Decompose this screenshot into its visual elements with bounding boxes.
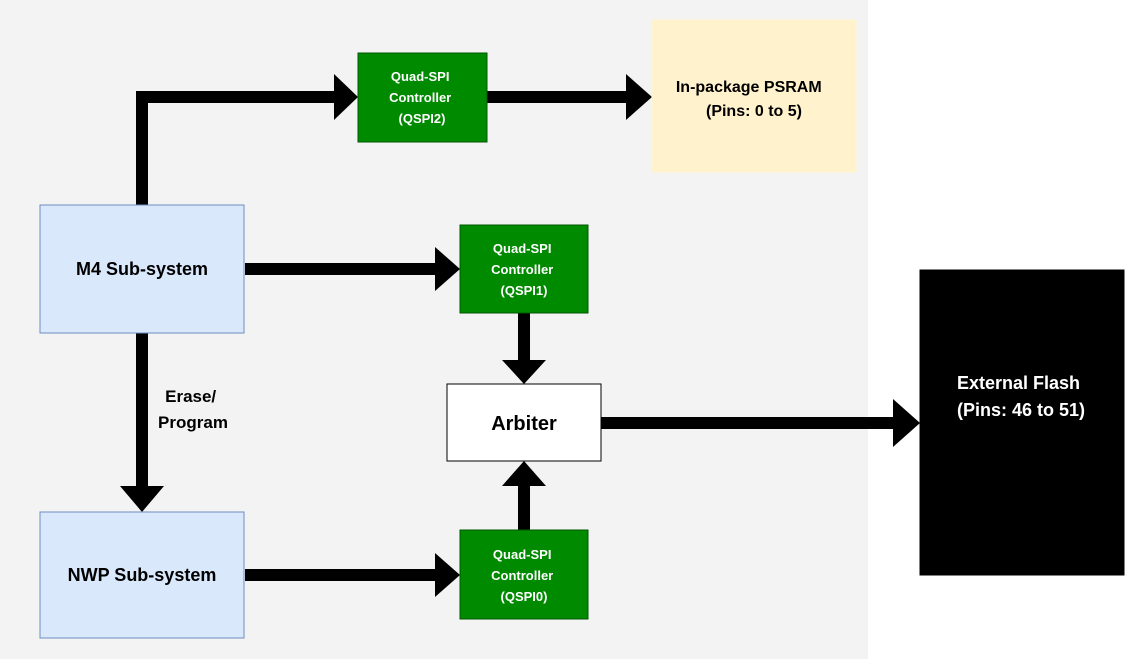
nwp-subsystem-box [39,511,245,639]
qspi1-block: Quad-SPI Controller (QSPI1) [459,224,589,314]
qspi2-block: Quad-SPI Controller (QSPI2) [357,52,488,143]
psram-box [651,19,857,173]
arrowhead-nwp [120,486,164,512]
arbiter-box [446,383,602,462]
qspi1-line-3: (QSPI1) [501,283,548,298]
svg-text:Quad-SPI Controller: Quad-SPI Controller (QSPI2) [389,69,455,126]
qspi2-line-1: Quad-SPI [391,69,450,84]
psram-line-1: In-package PSRAM [676,79,822,96]
m4-subsystem-block: M4 Sub-system [39,204,245,334]
svg-text:Erase/ Program: Erase/ Program [158,387,228,432]
arrowhead-qspi2 [334,74,358,120]
nwp-subsystem-label: NWP Sub-system [68,565,217,585]
psram-block: In-package PSRAM (Pins: 0 to 5) [651,19,857,173]
arrowhead-qspi0 [435,553,460,597]
qspi1-box [459,224,589,314]
external-flash-line-1: External Flash [957,373,1080,393]
qspi0-block: Quad-SPI Controller (QSPI0) [459,529,589,620]
qspi1-line-1: Quad-SPI [493,241,552,256]
arrowhead-psram [626,74,652,120]
arbiter-block: Arbiter [446,383,602,462]
external-flash-line-2: (Pins: 46 to 51) [957,400,1085,420]
qspi0-box [459,529,589,620]
erase-program-line-1: Erase/ [165,387,216,406]
nwp-subsystem-block: NWP Sub-system [39,511,245,639]
m4-subsystem-box [39,204,245,334]
arrowheads [120,74,920,597]
qspi0-line-2: Controller [491,568,553,583]
connectors [136,91,895,581]
arrowhead-arbiter-top [502,360,546,384]
arbiter-label: Arbiter [491,413,557,435]
qspi0-line-3: (QSPI0) [501,589,548,604]
svg-text:Quad-SPI Controller: Quad-SPI Controller (QSPI1) [491,241,557,298]
connector-m4-to-qspi2 [136,91,336,205]
svg-text:In-package PSRAM (Pins:: In-package PSRAM (Pins: 0 to 5) [676,79,826,120]
external-flash-box [919,269,1125,576]
m4-subsystem-label: M4 Sub-system [76,259,208,279]
qspi0-line-1: Quad-SPI [493,547,552,562]
arrowhead-qspi1 [435,247,460,291]
psram-line-2: (Pins: 0 to 5) [706,103,802,120]
qspi1-line-2: Controller [491,262,553,277]
external-flash-block: External Flash (Pins: 46 to 51) [919,269,1125,576]
arrowhead-flash [893,399,920,447]
qspi2-line-3: (QSPI2) [399,111,446,126]
svg-text:External Flash (Pins: 46: External Flash (Pins: 46 to 51) [957,373,1085,420]
qspi2-line-2: Controller [389,90,451,105]
arrowhead-arbiter-bottom [502,461,546,486]
svg-text:Quad-SPI Controller: Quad-SPI Controller (QSPI0) [491,547,557,604]
qspi2-box [357,52,488,143]
erase-program-line-2: Program [158,413,228,432]
